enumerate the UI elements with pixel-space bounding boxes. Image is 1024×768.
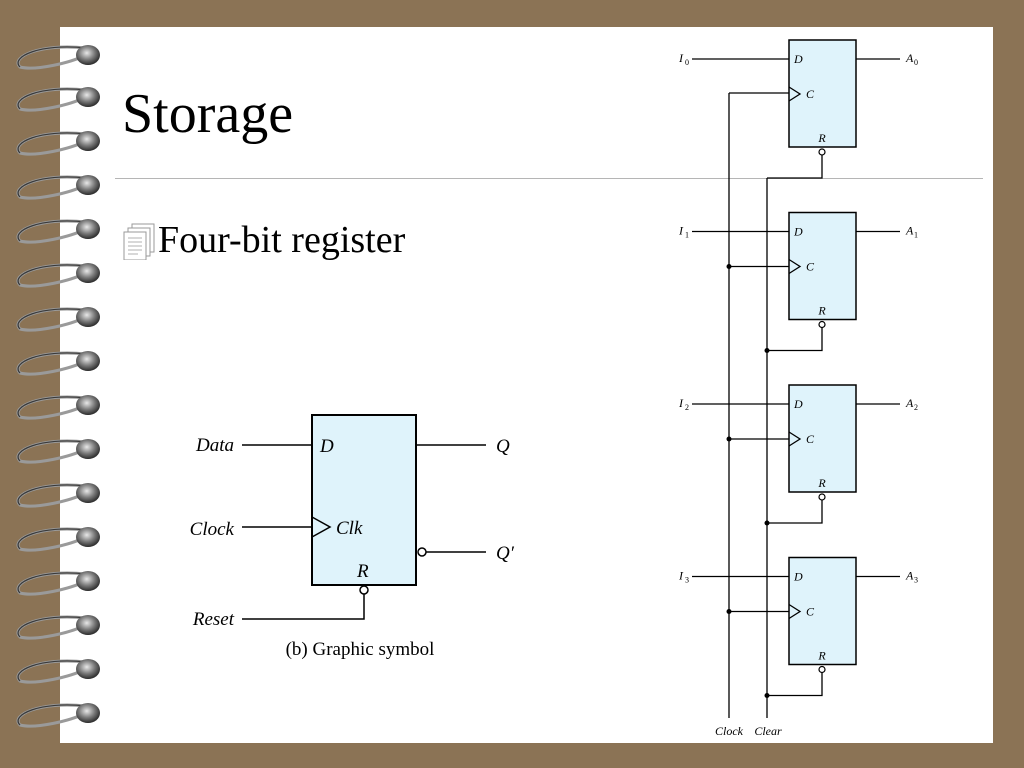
pin-r-label: R: [817, 476, 826, 490]
binding-ring: [16, 395, 100, 420]
output-index: 1: [914, 231, 918, 240]
q-not-bubble: [417, 547, 427, 557]
pin-clk-label: Clk: [336, 518, 363, 539]
bullet-text: Four-bit register: [158, 219, 406, 261]
symbol-caption: (b) Graphic symbol: [286, 639, 435, 660]
clock-triangle: [788, 603, 802, 620]
reset-input-line: [242, 594, 365, 620]
clock-junction-dot: [726, 609, 732, 614]
binding-ring: [16, 703, 100, 728]
clock-bus-label: Clock: [715, 724, 744, 738]
pin-d-label: D: [793, 225, 803, 239]
pin-c-label: C: [806, 260, 815, 274]
title-divider: [115, 178, 983, 179]
pin-d-label: D: [793, 52, 803, 66]
clear-line: [767, 327, 823, 352]
clear-junction-dot: [764, 348, 770, 353]
binding-ring: [16, 439, 100, 464]
flipflop-symbol: Data Clock Reset D Clk R Q Q′ (b) Graphi…: [190, 414, 515, 660]
binding-ring: [16, 351, 100, 376]
input-label: I: [678, 224, 684, 238]
input-label: I: [678, 51, 684, 65]
q-not-label: Q′: [496, 543, 515, 564]
pin-c-label: C: [806, 87, 815, 101]
clear-junction-dot: [764, 520, 770, 526]
clock-triangle: [788, 258, 802, 275]
clock-triangle: [788, 86, 802, 102]
input-label: I: [678, 396, 684, 410]
clock-triangle: [788, 431, 802, 447]
pin-r-label: R: [817, 131, 826, 145]
reset-label: Reset: [192, 609, 235, 630]
clock-label: Clock: [190, 519, 235, 540]
binding-ring: [16, 659, 100, 684]
output-index: 2: [914, 403, 918, 412]
binding-ring: [16, 87, 100, 112]
binding-ring: [16, 45, 100, 70]
clear-bubble: [818, 320, 826, 329]
clear-line: [767, 672, 823, 697]
clock-junction-dot: [726, 264, 732, 269]
clear-line-0: [767, 152, 823, 179]
output-label: A: [905, 51, 914, 65]
pin-r-label: R: [356, 561, 369, 582]
pin-d-label: D: [793, 397, 803, 411]
pin-r-label: R: [817, 304, 826, 318]
input-index: 1: [685, 231, 689, 240]
output-label: A: [905, 396, 914, 410]
bullet-item: Four-bit register: [122, 218, 405, 262]
output-index: 0: [914, 58, 918, 67]
input-index: 3: [685, 576, 689, 585]
pin-d-label: D: [319, 436, 334, 457]
binding-ring: [16, 219, 100, 244]
clear-bubble: [818, 148, 826, 156]
binding-ring: [16, 571, 100, 596]
spiral-binding: [16, 45, 100, 728]
clear-bubble: [818, 493, 826, 501]
document-stack-icon: [123, 223, 155, 260]
pin-d-label: D: [793, 570, 803, 584]
output-label: A: [905, 224, 914, 238]
input-index: 0: [685, 58, 689, 67]
clear-bubble: [818, 665, 826, 674]
data-label: Data: [195, 435, 234, 456]
output-index: 3: [914, 576, 918, 585]
output-label: A: [905, 569, 914, 583]
pin-c-label: C: [806, 605, 815, 619]
input-label: I: [678, 569, 684, 583]
clear-bus-label: Clear: [754, 724, 782, 738]
clock-junction-dot: [726, 436, 732, 442]
clock-triangle: [311, 516, 332, 538]
slide-title: Storage: [122, 83, 294, 145]
flipflop-body: [311, 414, 417, 586]
pin-c-label: C: [806, 432, 815, 446]
input-index: 2: [685, 403, 689, 412]
clear-junction-dot: [764, 693, 770, 698]
q-label: Q: [496, 436, 510, 457]
reset-bubble: [359, 585, 369, 595]
clear-line: [767, 500, 823, 524]
binding-ring: [16, 615, 100, 640]
binding-ring: [16, 131, 100, 156]
binding-ring: [16, 175, 100, 200]
pin-r-label: R: [817, 649, 826, 663]
binding-ring: [16, 307, 100, 332]
binding-ring: [16, 483, 100, 508]
binding-ring: [16, 527, 100, 552]
binding-ring: [16, 263, 100, 288]
